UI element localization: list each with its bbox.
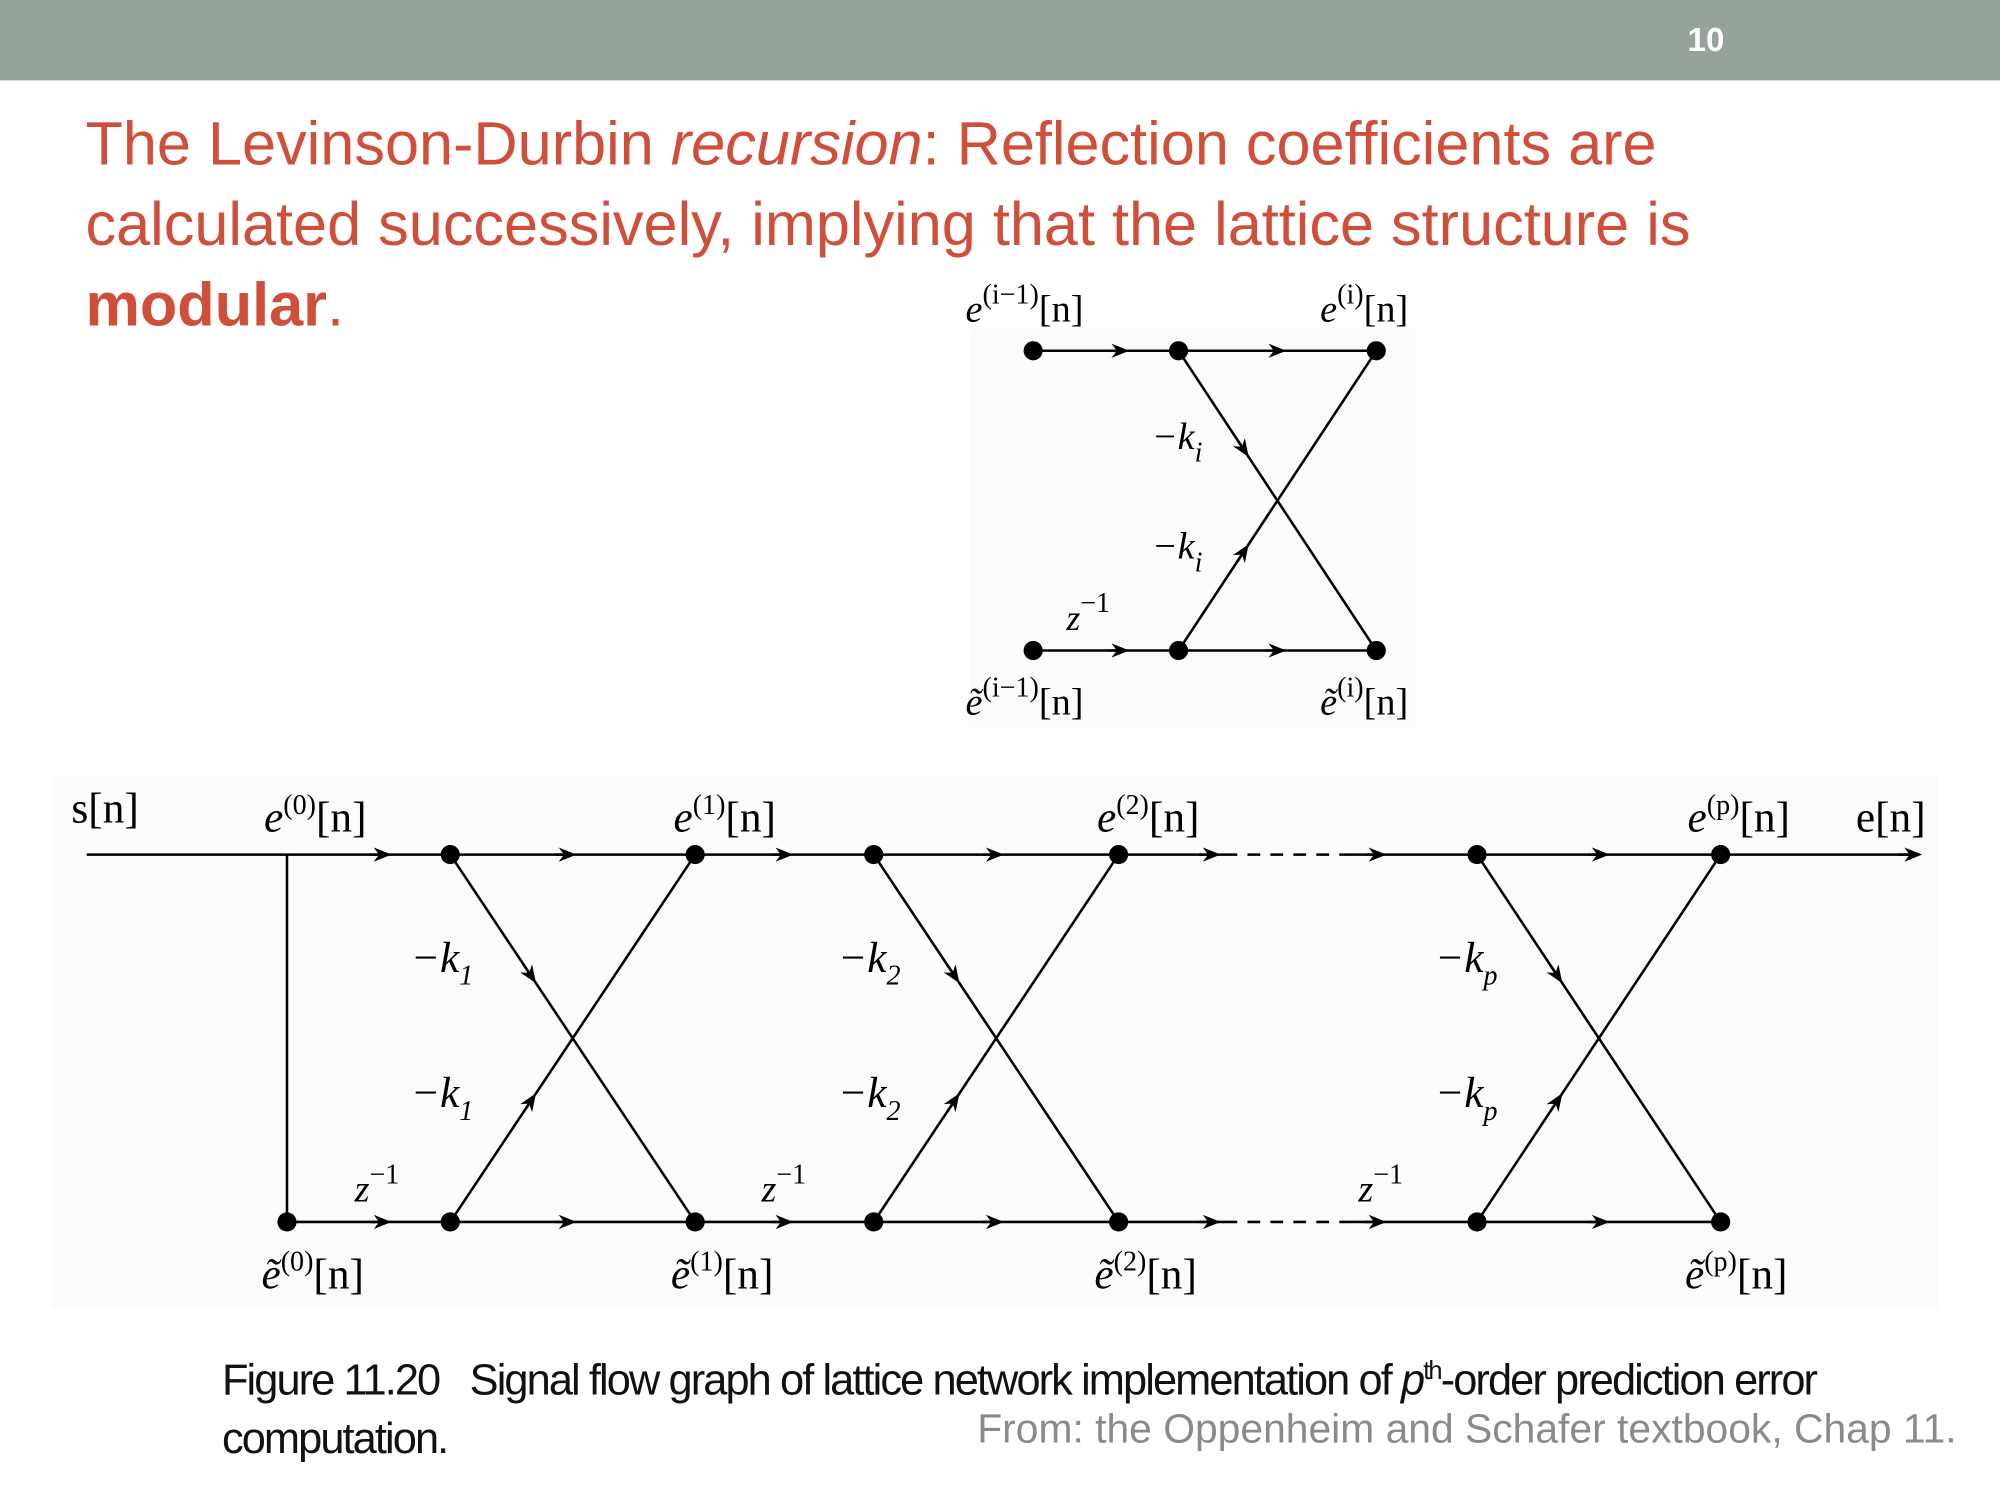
node	[864, 1212, 884, 1232]
node	[1711, 845, 1731, 865]
label-top-2: e(2)[n]	[1097, 790, 1200, 842]
arrow-icon	[1232, 438, 1249, 458]
node	[685, 845, 705, 865]
arrow-icon	[520, 964, 537, 984]
caption-text: Signal flow graph of lattice network imp…	[469, 1356, 1402, 1405]
node	[440, 845, 460, 865]
branch-line	[1177, 350, 1378, 652]
node	[1109, 1212, 1129, 1232]
label-input-s: s[n]	[71, 785, 138, 833]
label-minus-k-i-lower: −ki	[1152, 526, 1203, 579]
node	[685, 1212, 705, 1232]
arrow-icon	[943, 1093, 960, 1113]
title-text: .	[326, 271, 345, 340]
arrow-icon	[520, 1093, 537, 1113]
page-number: 10	[1687, 20, 1725, 59]
node	[1366, 341, 1386, 361]
node	[1467, 1212, 1487, 1232]
title-bold: modular	[85, 271, 327, 340]
branch-line	[872, 853, 1120, 1223]
caption-text: -order prediction error computation.	[221, 1356, 1818, 1464]
node	[1023, 640, 1043, 661]
slide-title: The Levinson-Durbin recursion: Reflectio…	[85, 105, 1743, 346]
title-text: : Reflection coefficients are calculated…	[85, 110, 1691, 259]
node	[1109, 845, 1129, 865]
node	[1023, 341, 1043, 361]
caption-th: th	[1423, 1357, 1442, 1386]
caption-p: p	[1401, 1356, 1425, 1405]
label-top-0: e(0)[n]	[264, 790, 367, 842]
label-k-upper-0: −k1	[411, 934, 474, 992]
label-k-lower-0: −k1	[411, 1069, 474, 1127]
node	[277, 1212, 297, 1232]
branch-line	[449, 853, 697, 1223]
label-k-upper-2: −kp	[1435, 934, 1498, 992]
label-minus-k-i-upper: −ki	[1152, 416, 1203, 469]
node	[1366, 640, 1386, 661]
label-k-upper-1: −k2	[838, 934, 901, 992]
label-top-1: e(1)[n]	[673, 790, 776, 842]
label-k-lower-2: −kp	[1435, 1069, 1498, 1127]
node	[1169, 341, 1189, 361]
label-output-e: e[n]	[1856, 794, 1926, 842]
node	[440, 1212, 460, 1232]
label-z-inverse-1: z−1	[760, 1160, 806, 1211]
arrow-icon	[1546, 964, 1563, 984]
label-e-tilde-i-minus-1: ẽ(i−1)[n]	[966, 672, 1084, 723]
title-italic: recursion	[670, 110, 923, 179]
label-bottom-2: ẽ(2)[n]	[1094, 1246, 1197, 1298]
label-z-inverse: z−1	[1065, 588, 1110, 638]
node	[1711, 1212, 1731, 1232]
title-text: The Levinson-Durbin	[85, 110, 671, 179]
node	[864, 845, 884, 865]
figure-number: Figure 11.20	[221, 1356, 441, 1405]
node	[1169, 640, 1189, 661]
label-e-tilde-i: ẽ(i)[n]	[1320, 672, 1408, 723]
label-z-inverse-0: z−1	[354, 1160, 400, 1211]
figure-caption: Figure 11.20 Signal flow graph of lattic…	[222, 1342, 1957, 1469]
arrow-icon	[1232, 544, 1249, 563]
label-top-3: e(p)[n]	[1687, 790, 1790, 842]
label-bottom-3: ẽ(p)[n]	[1685, 1246, 1788, 1298]
label-e-i: e(i)[n]	[1320, 280, 1408, 331]
label-bottom-0: ẽ(0)[n]	[261, 1246, 364, 1298]
arrow-icon	[943, 964, 960, 984]
node	[1467, 845, 1487, 865]
branch-line	[1475, 853, 1722, 1223]
slide-header-bar: 10	[0, 0, 2000, 81]
source-credit: From: the Oppenheim and Schafer textbook…	[977, 1405, 1957, 1452]
label-k-lower-1: −k2	[838, 1069, 901, 1127]
label-e-i-minus-1: e(i−1)[n]	[966, 280, 1084, 331]
label-bottom-1: ẽ(1)[n]	[671, 1246, 774, 1298]
label-z-inverse-2: z−1	[1357, 1160, 1403, 1211]
arrow-icon	[1546, 1093, 1563, 1113]
